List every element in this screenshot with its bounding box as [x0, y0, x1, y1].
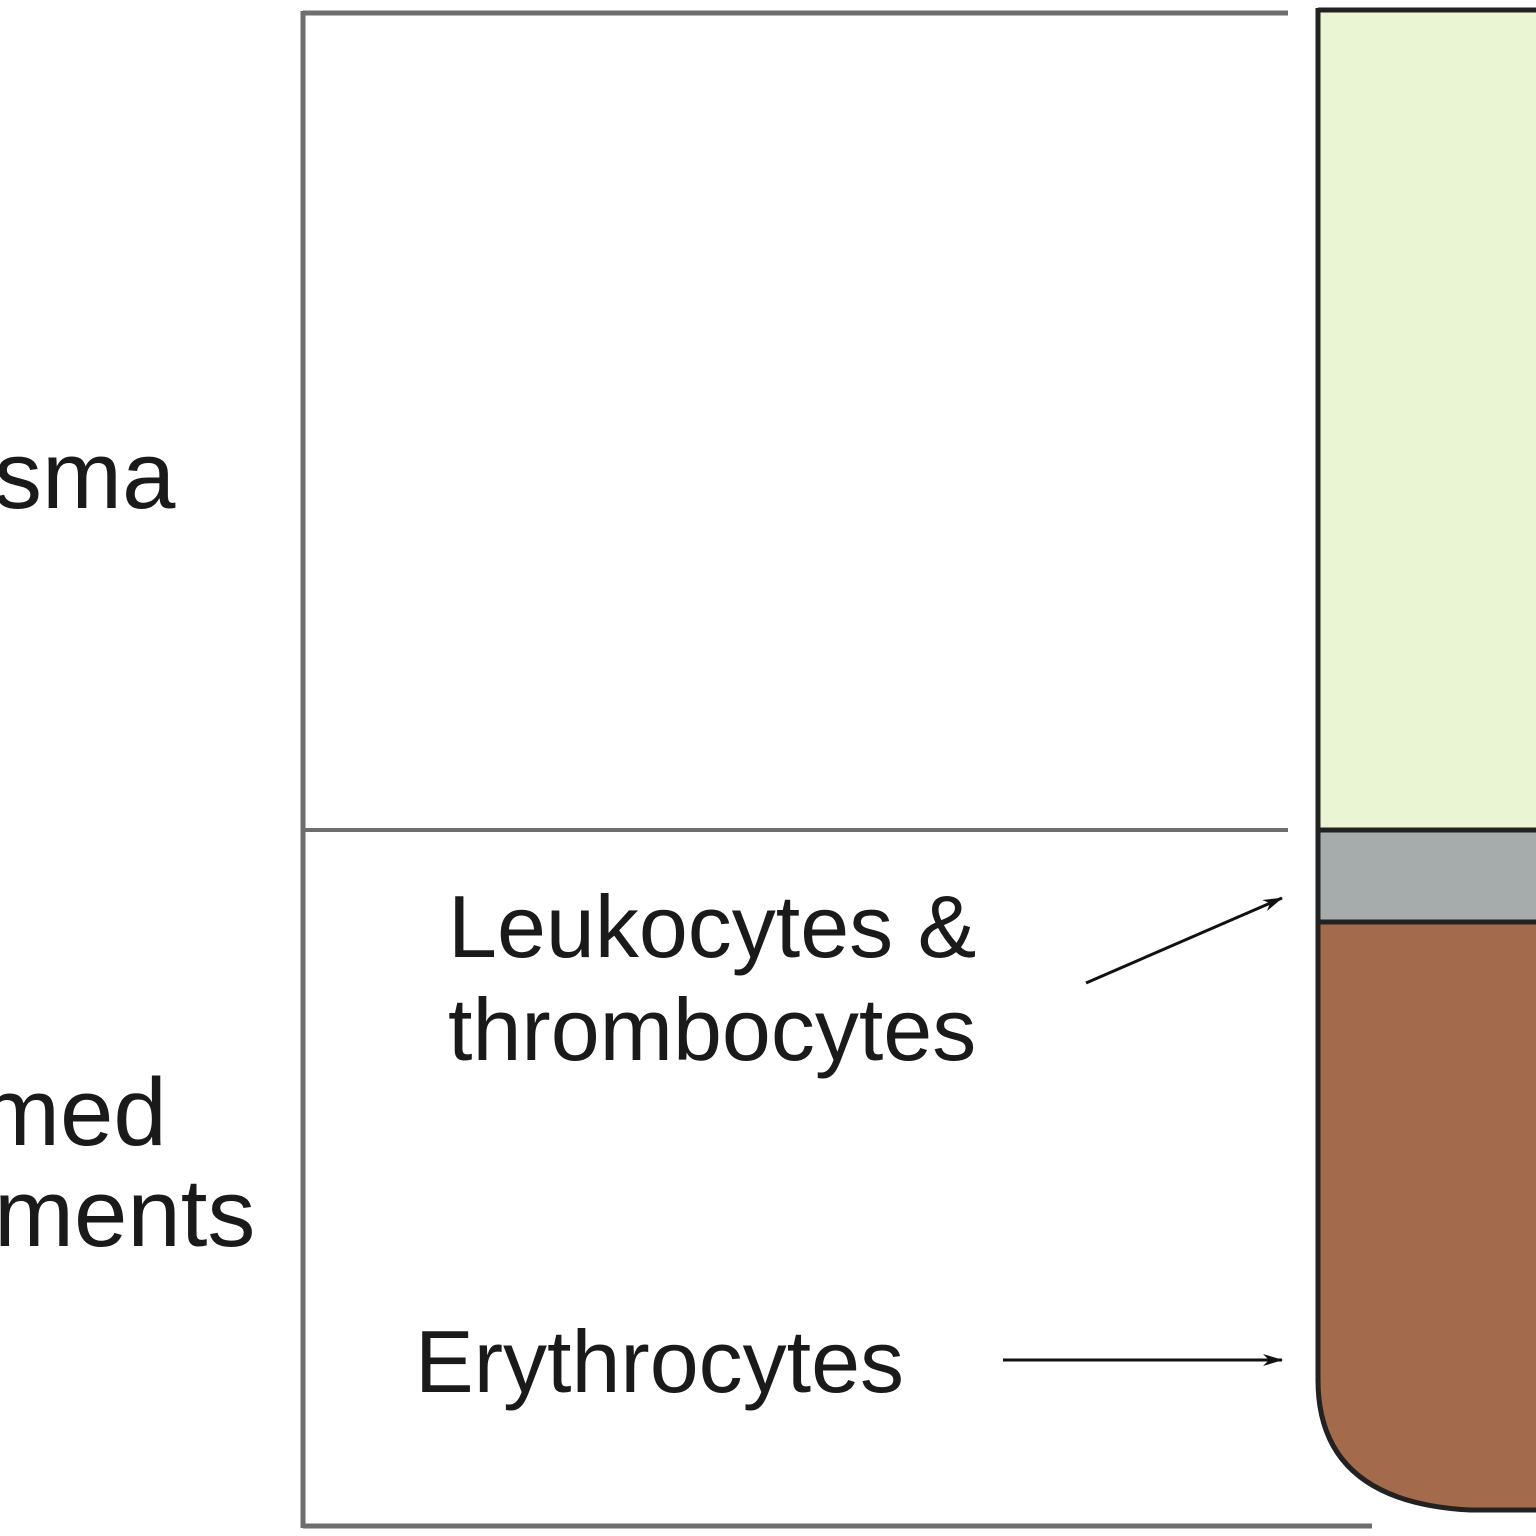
bracket-frame — [300, 10, 1372, 1529]
plasma-label: sma — [0, 422, 176, 529]
tube-outline — [1315, 7, 1536, 1513]
leukocytes-label-line1: Leukocytes & — [448, 877, 976, 976]
plasma-layer — [1320, 10, 1536, 830]
leukocytes-arrow — [1085, 896, 1283, 985]
erythrocytes-label: Erythrocytes — [415, 1312, 904, 1411]
test-tube — [1315, 7, 1536, 1513]
buffy-coat-layer — [1320, 830, 1536, 922]
formed-elements-label-line2: ments — [0, 1160, 255, 1267]
erythrocyte-layer — [1320, 922, 1536, 1508]
formed-elements-label-line1: med — [0, 1059, 167, 1166]
leukocytes-label-line2: thrombocytes — [448, 980, 976, 1079]
